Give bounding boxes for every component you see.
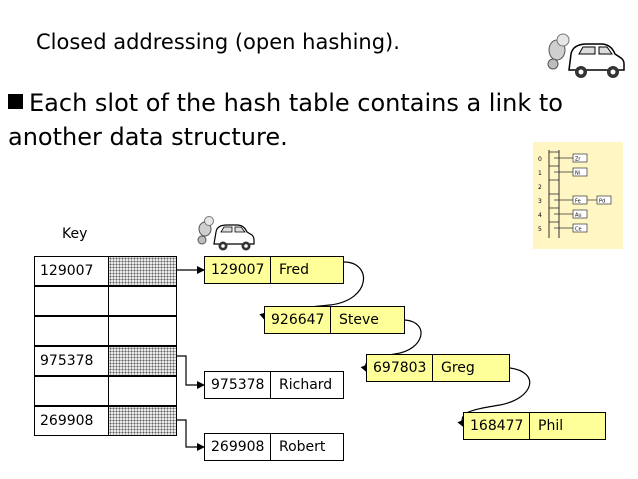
table-pointer-cell [108,376,177,406]
link-arrow [176,355,205,389]
mini-index: 4 [538,212,542,219]
car-cartoon-icon [547,33,625,78]
chain-node: 269908 Robert [204,433,344,461]
table-key-cell: 975378 [34,346,109,376]
mini-node-box [572,167,588,177]
chain-node: 697803 Greg [366,354,510,382]
mini-node-label: Pd [599,199,605,205]
table-pointer-cell-filled [108,256,177,286]
mini-index: 5 [538,226,542,233]
chain-node: 129007 Fred [204,256,344,284]
link-arrow [176,419,205,451]
node-value: Richard [279,377,333,393]
mini-node-box [572,223,588,233]
key-label: Key [62,226,88,242]
mini-node-box [572,209,588,219]
mini-node-box [596,195,612,205]
bullet-text: Each slot of the hash table contains a l… [8,89,563,151]
chain-node: 168477 Phil [463,412,606,440]
node-value: Robert [279,439,326,455]
table-key-cell [34,316,109,346]
mini-index: 0 [538,156,542,163]
node-key: 168477 [464,413,530,439]
node-key: 269908 [205,434,271,460]
node-value: Fred [279,262,309,278]
table-pointer-cell [108,286,177,316]
table-key-cell: 129007 [34,256,109,286]
slide-title: Closed addressing (open hashing). [36,30,400,54]
node-key: 129007 [205,257,271,283]
table-pointer-cell-filled [108,406,177,436]
mini-node-box [572,153,588,163]
mini-node-label: Fe [575,199,581,205]
node-key: 697803 [367,355,433,381]
mini-index: 1 [538,170,542,177]
table-pointer-cell [108,316,177,346]
table-key-cell [34,376,109,406]
mini-node-label: Ce [575,227,582,233]
square-bullet-icon [8,94,23,109]
mini-node-label: Au [575,213,582,219]
bullet-point: Each slot of the hash table contains a l… [8,86,628,154]
node-value: Steve [339,312,379,328]
chain-node: 926647 Steve [264,306,405,334]
mini-node-label: Zr [575,157,581,163]
table-pointer-cell-filled [108,346,177,376]
node-key: 926647 [265,307,331,333]
mini-index: 2 [538,184,542,191]
node-value: Phil [538,418,564,434]
mini-node-label: Ni [575,171,580,177]
node-value: Greg [441,360,475,376]
node-key: 975378 [205,372,271,398]
chain-node: 975378 Richard [204,371,344,399]
mini-index: 3 [538,198,542,205]
table-key-cell [34,286,109,316]
table-key-cell: 269908 [34,406,109,436]
car-cartoon-icon [197,216,255,251]
